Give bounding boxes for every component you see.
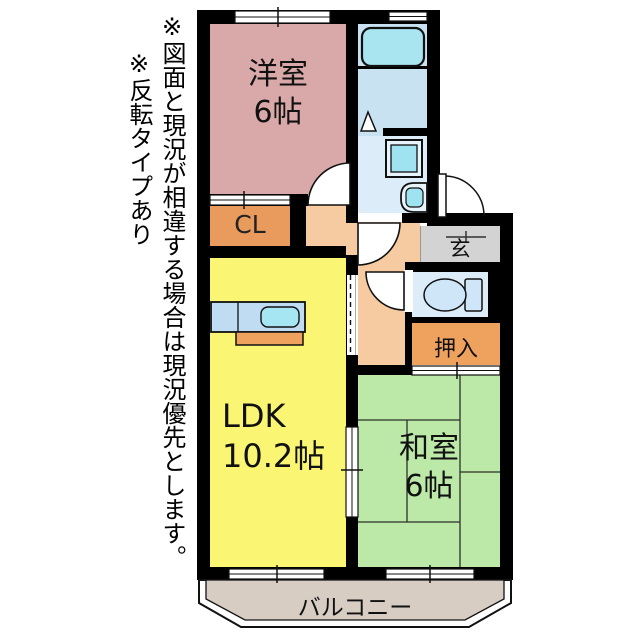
wall-toilet-bottom — [412, 317, 500, 323]
western-room-door-arc — [307, 162, 351, 206]
wall-bath-divider — [383, 128, 427, 136]
hallway-area-upper — [306, 204, 346, 246]
window-ldk-bottom-icon — [228, 565, 325, 583]
washing-machine-icon — [385, 139, 423, 178]
wall-corridor-right — [405, 262, 412, 375]
ldk-label: LDK 10.2帖 — [222, 397, 326, 475]
wall-ldk-top — [197, 246, 346, 258]
western-room-area — [210, 24, 346, 194]
balcony-label: バルコニー — [297, 595, 413, 621]
wall-toilet-right — [488, 262, 500, 323]
japanese-room-label: 和室 6帖 — [399, 431, 459, 504]
wall-bath-right — [427, 10, 440, 226]
wall-washroom-bottom-right — [402, 213, 427, 223]
wall-washroom-bottom-left — [346, 213, 358, 223]
window-western-top-icon — [234, 7, 331, 27]
bathtub-icon — [360, 26, 426, 68]
bathroom-folding-door-icon — [359, 109, 378, 132]
tatami-lines — [358, 375, 500, 567]
wall-left — [197, 10, 210, 580]
kitchen-sink-icon — [260, 306, 300, 328]
wall-genkan-top — [427, 213, 513, 226]
entrance-door-icon — [437, 173, 485, 218]
oshiire-label: 押入 — [433, 337, 478, 362]
wall-corridor-bottom — [346, 365, 412, 375]
wall-closet-right — [290, 194, 306, 258]
oshiire-fusuma-icon — [411, 362, 501, 379]
kitchen-counter-icon — [210, 301, 306, 346]
toilet-icon — [423, 278, 483, 312]
closet-area — [210, 206, 290, 246]
wall-right — [500, 213, 513, 580]
toilet-doorway-gap — [404, 270, 413, 312]
washroom-door-arc — [357, 222, 401, 266]
balcony-outline — [198, 579, 512, 628]
genkan-step-line — [446, 231, 486, 243]
japanese-room-area — [358, 375, 500, 567]
wall-bathtub-edge — [358, 66, 427, 69]
variant-note: ※反転タイプあり — [125, 50, 153, 246]
ldk-washitsu-fusuma-icon — [341, 426, 363, 518]
genkan-label: 玄 — [449, 237, 471, 261]
western-room-label: 洋室 6帖 — [248, 57, 308, 130]
oshiire-area — [412, 322, 500, 365]
disclaimer-note: ※図面と現況が相違する場合は現況優先とします。 — [158, 13, 186, 569]
closet-sliding-door-icon — [209, 191, 291, 209]
window-bath-top-icon — [388, 11, 428, 22]
closet-label: CL — [234, 210, 266, 239]
wall-genkan-bottom — [405, 262, 500, 272]
genkan-area — [420, 226, 501, 262]
ldk-hall-opening-icon — [347, 275, 358, 355]
window-washitsu-bottom-icon — [385, 565, 475, 583]
wash-basin-icon — [400, 182, 428, 213]
toilet-door-arc — [365, 271, 405, 311]
